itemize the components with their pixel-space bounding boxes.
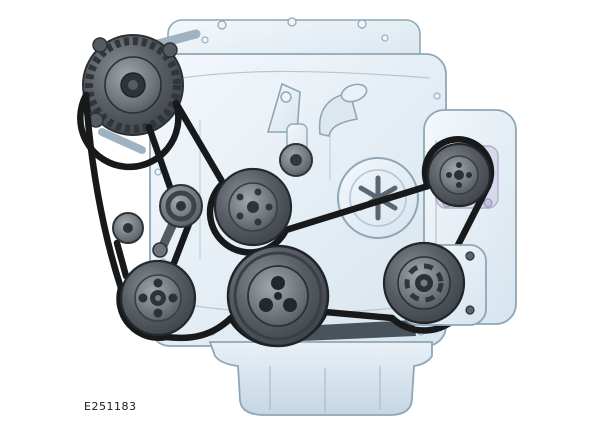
belt-alternator-wrap (77, 91, 182, 171)
belt-diagonal-run (282, 182, 432, 234)
alternator (82, 29, 201, 154)
idler-pulley-center (213, 167, 293, 247)
block-underside-shadow (300, 320, 416, 341)
ac-compressor (382, 241, 487, 326)
coolant-pump-pulley (426, 142, 492, 208)
alternator-bracket-upper (153, 29, 201, 49)
belt-bottom-run-right (321, 308, 396, 322)
oil-pan (208, 341, 433, 416)
idler-pulley-upper (279, 123, 313, 177)
front-cover-plate (337, 157, 419, 239)
belt-bottom-run-left (162, 314, 235, 342)
alternator-fins (85, 37, 181, 133)
belt-idler-to-alternator-run (172, 99, 227, 187)
belt-tensioner-run-upper (145, 123, 175, 194)
belt-lower-idler-wrap (116, 284, 170, 341)
tensioner-pivot (152, 242, 168, 258)
tensioner-assembly (112, 184, 203, 258)
coolant-outlet-pipe (318, 83, 368, 137)
idler-pulley-lower-left (119, 259, 197, 337)
belt-tensioner-run-lower (170, 220, 193, 267)
alternator-bracket-lower (98, 128, 146, 154)
mounting-bracket-top (266, 82, 301, 133)
crankshaft-pulley (226, 244, 330, 348)
belt-left-run (82, 91, 125, 292)
belt-coolant-pump-wrap (421, 136, 495, 190)
figure-label: E251183 (84, 400, 137, 413)
belt-small-idler-run (113, 239, 130, 280)
